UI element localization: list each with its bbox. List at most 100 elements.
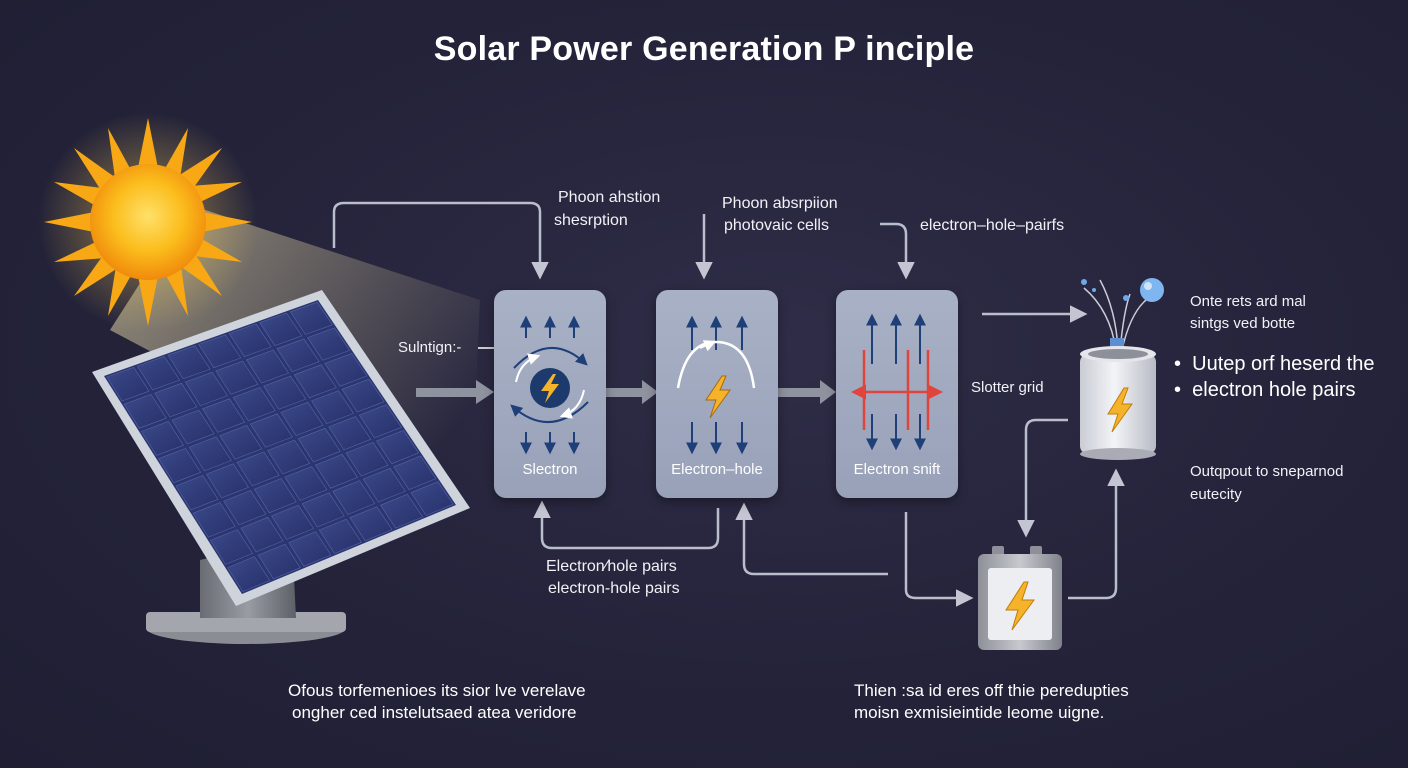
lightning-bolt-icon — [1005, 581, 1035, 631]
panel-cell — [362, 467, 406, 503]
panel-cell — [175, 475, 219, 511]
panel-cell — [358, 404, 402, 439]
bullet-list: • Uutep orf heserd the • electron hole p… — [1174, 351, 1374, 403]
bullet-dot: • — [1174, 379, 1193, 401]
label-sintgs-ved: sintgs ved botte — [1190, 315, 1296, 332]
panel-cell — [188, 436, 232, 472]
panel-cell — [154, 382, 198, 418]
process-panel-electron-hole: Electron–hole — [656, 290, 778, 498]
panel-cell — [167, 345, 211, 380]
panel-cell — [332, 480, 376, 515]
bullet-text: Uutep orf heserd the — [1192, 353, 1375, 375]
panel-cell — [253, 478, 297, 514]
panel-2-graphic — [676, 315, 756, 455]
label-electron-hole-pairs-2: electron-hole pairs — [548, 580, 680, 597]
panel-cell — [192, 502, 236, 538]
panel-cell — [271, 504, 315, 540]
panel-cell — [341, 378, 385, 413]
label-electron-hole-pairfs: electron–hole–pairfs — [920, 217, 1065, 234]
panel-cell — [393, 455, 437, 490]
bullet-dot: • — [1174, 353, 1193, 375]
panel-cell — [202, 398, 246, 433]
panel-cell — [289, 301, 333, 335]
lightning-bolt-icon — [541, 374, 559, 403]
label-phoon-absorption: Phoon absrpiion — [722, 195, 838, 212]
panel-cell — [184, 371, 228, 406]
panel-label: Slectron — [522, 461, 578, 478]
panel-cell — [349, 506, 393, 542]
solar-panel-icon — [92, 290, 470, 644]
flow-arrows — [332, 201, 1125, 607]
label-onte-rets: Onte rets ard mal — [1190, 293, 1306, 310]
panel-1-graphic — [510, 315, 589, 455]
panel-cell — [267, 439, 311, 475]
lightning-bolt-icon — [705, 375, 731, 419]
process-panel-electron: Slectron — [494, 290, 606, 498]
label-output-line2: eutecity — [1190, 486, 1242, 503]
label-slotter-grid: Slotter grid — [971, 379, 1044, 396]
panel-cell — [293, 364, 337, 399]
process-panel-electron-shift: Electron snift — [836, 290, 958, 498]
label-sulntign: Sulntign:- — [398, 339, 462, 356]
panel-cell — [259, 312, 303, 346]
panel-cell — [209, 529, 253, 565]
panel-cell — [228, 323, 272, 357]
main-flow-arrows — [416, 380, 836, 404]
panel-cell — [410, 481, 454, 516]
panel-cell — [314, 454, 358, 489]
bullet-text: electron hole pairs — [1192, 379, 1356, 401]
panel-cells — [106, 301, 454, 592]
panel-3-graphic — [851, 313, 943, 451]
panel-cell — [288, 531, 332, 567]
panel-cell — [123, 394, 167, 429]
panel-cell — [219, 425, 263, 460]
label-output-line1: Outqpout to sneparnod — [1190, 463, 1344, 480]
panel-cell — [240, 516, 284, 553]
panel-cell — [198, 334, 242, 369]
panel-cell — [245, 349, 289, 384]
panel-label: Electron–hole — [671, 461, 763, 478]
label-shesrption: shesrption — [554, 212, 628, 229]
label-photovaic-cells: photovaic cells — [724, 217, 829, 234]
panel-cell — [232, 387, 276, 422]
water-droplet-icon — [1140, 278, 1164, 302]
panel-cell — [276, 338, 320, 372]
panel-cell — [380, 493, 424, 529]
panel-cell — [236, 451, 280, 487]
panel-cell — [106, 367, 150, 402]
caption-right-line2: moisn exmisieintide leome uigne. — [854, 703, 1105, 722]
panel-cell — [311, 390, 355, 425]
panel-cell — [223, 490, 267, 526]
caption-left-line2: ongher ced instelutsaed atea veridore — [292, 703, 577, 722]
panel-cell — [297, 427, 341, 463]
panel-cell — [158, 448, 202, 484]
panel-label: Electron snift — [853, 461, 941, 478]
battery-icon — [978, 546, 1062, 650]
panel-cell — [171, 409, 215, 445]
panel-cell — [301, 492, 345, 528]
panel-cell — [345, 442, 389, 477]
panel-cell — [328, 416, 372, 451]
panel-cell — [205, 463, 249, 499]
label-electron-hole-pairs-1: Electron⁄hole pairs — [546, 558, 677, 575]
panel-cell — [249, 413, 293, 448]
storage-tank-icon — [1080, 278, 1164, 460]
caption-right-line1: Thien :sa id eres off thie peredupties — [854, 681, 1129, 700]
panel-cell — [280, 401, 324, 436]
panel-cell — [136, 356, 180, 391]
bullet-item: • Uutep orf heserd the — [1174, 351, 1374, 377]
panel-cell — [215, 360, 259, 395]
panel-cell — [263, 375, 307, 410]
label-photon-ahstion: Phoon ahstion — [558, 189, 661, 206]
panel-cell — [318, 518, 362, 554]
lightning-bolt-icon — [1107, 387, 1133, 433]
panel-cell — [257, 543, 301, 580]
panel-cell — [227, 556, 271, 592]
bullet-item: • electron hole pairs — [1174, 377, 1374, 403]
panel-cell — [140, 421, 184, 456]
sun-icon — [38, 112, 258, 332]
panel-cell — [324, 353, 368, 387]
panel-cell — [376, 430, 420, 465]
caption-left-line1: Ofous torfemenioes its sior lve verelave — [288, 681, 586, 700]
